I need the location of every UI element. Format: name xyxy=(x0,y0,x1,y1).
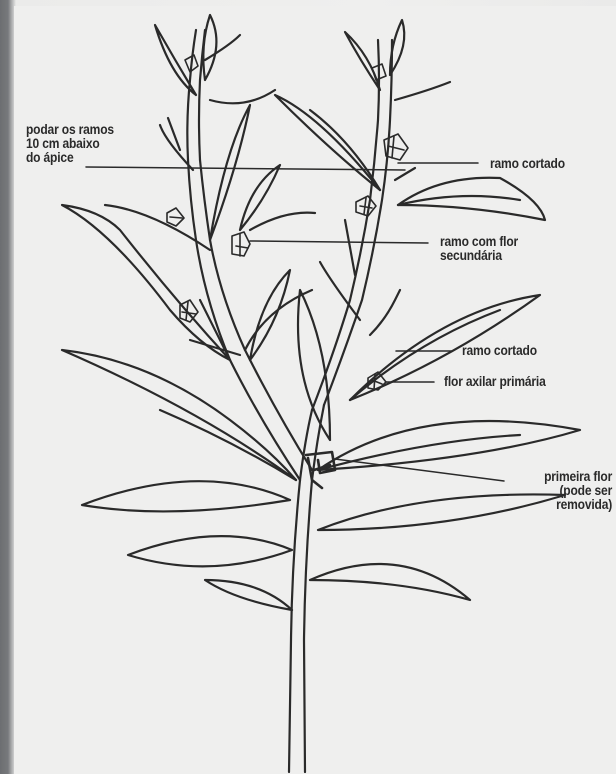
label-podar-line-3: do ápice xyxy=(26,150,114,164)
label-podar-line-2: 10 cm abaixo xyxy=(26,136,114,150)
label-ramo-cortado-mid-text: ramo cortado xyxy=(462,343,537,357)
leaves xyxy=(62,15,580,610)
label-ramo-cortado-mid: ramo cortado xyxy=(462,343,537,357)
right-branch xyxy=(312,40,415,410)
leader-podar xyxy=(86,167,405,170)
label-ramo-flor-line-1: ramo com flor xyxy=(440,234,518,248)
label-primeira-flor-line-3: removida) xyxy=(544,497,612,511)
leader-lines xyxy=(86,163,504,481)
label-primeira-flor-line-2: (pode ser xyxy=(544,483,612,497)
label-flor-axilar-text: flor axilar primária xyxy=(444,374,546,388)
label-ramo-com-flor-secundaria: ramo com flor secundária xyxy=(440,234,518,262)
label-primeira-flor-line-1: primeira flor xyxy=(544,469,612,483)
label-flor-axilar-primaria: flor axilar primária xyxy=(444,374,546,388)
flower-primeira xyxy=(306,452,335,488)
flower-secundaria xyxy=(232,232,250,256)
leader-ramo-flor-secundaria xyxy=(250,241,428,243)
label-ramo-flor-line-2: secundária xyxy=(440,248,518,262)
flower-right-mid xyxy=(356,196,376,216)
label-ramo-cortado-top: ramo cortado xyxy=(490,156,565,170)
flower-left-mid xyxy=(167,208,184,226)
leader-primeira-flor xyxy=(335,459,504,481)
label-primeira-flor: primeira flor (pode ser removida) xyxy=(544,469,612,511)
label-podar-ramos: podar os ramos 10 cm abaixo do ápice xyxy=(26,122,114,164)
label-ramo-cortado-top-text: ramo cortado xyxy=(490,156,565,170)
flower-left-low xyxy=(180,300,198,322)
label-podar-line-1: podar os ramos xyxy=(26,122,114,136)
